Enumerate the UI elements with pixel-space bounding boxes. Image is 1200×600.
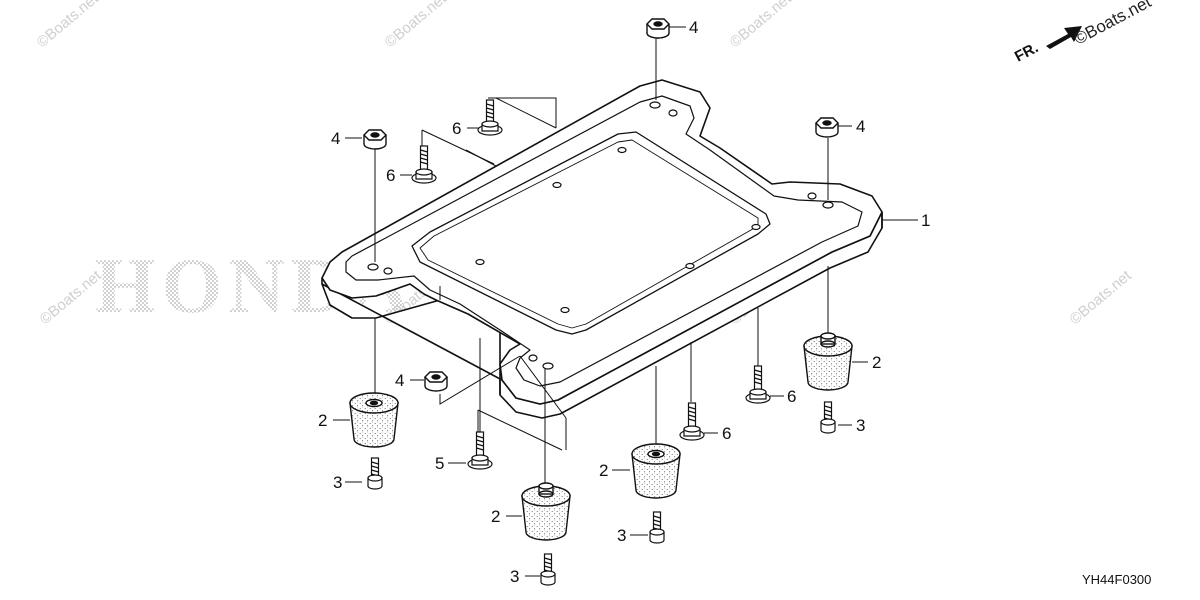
bumper-right <box>803 332 853 391</box>
bolt-6-bottom-right <box>745 365 771 404</box>
rubber-bumpers <box>349 332 853 541</box>
site-watermark: ©Boats.net <box>1067 267 1136 328</box>
callout-part-6: 6 <box>386 166 395 185</box>
bumper-bottom <box>521 482 571 541</box>
tray-part-1 <box>321 79 883 419</box>
callout-part-4: 4 <box>689 18 698 37</box>
site-watermark: ©Boats.net <box>382 0 451 51</box>
callout-part-3: 3 <box>617 526 626 545</box>
front-direction-indicator: FR. ©Boats.net <box>1012 0 1155 66</box>
site-watermark: ©Boats.net <box>34 0 103 51</box>
screw-bottom <box>540 553 556 586</box>
callout-part-4: 4 <box>856 117 865 136</box>
callout-part-5: 5 <box>435 454 444 473</box>
callout-part-3: 3 <box>333 473 342 492</box>
callout-part-2: 2 <box>318 411 327 430</box>
callout-part-4: 4 <box>395 371 404 390</box>
callout-part-6: 6 <box>722 424 731 443</box>
callout-part-3: 3 <box>510 567 519 586</box>
nut-top-center <box>646 18 670 39</box>
screw-left <box>367 457 383 490</box>
front-arrow-icon <box>1046 26 1082 49</box>
bolt-6-top <box>477 99 503 136</box>
callout-part-6: 6 <box>787 387 796 406</box>
nut-top-right <box>815 117 839 138</box>
nut-left <box>363 129 387 150</box>
callout-part-1: 1 <box>921 211 930 230</box>
callout-part-4: 4 <box>331 129 340 148</box>
screws <box>367 401 836 586</box>
flange-bolts <box>411 99 771 470</box>
callout-part-3: 3 <box>856 416 865 435</box>
callout-part-6: 6 <box>452 119 461 138</box>
callout-labels: 1 2 2 2 2 3 3 3 3 4 4 4 4 5 6 6 6 6 <box>318 18 930 586</box>
screw-right <box>820 401 836 434</box>
callout-part-2: 2 <box>491 507 500 526</box>
screw-center <box>649 511 665 544</box>
leader-lines <box>333 26 918 577</box>
flange-nuts <box>363 18 839 392</box>
callout-part-2: 2 <box>599 461 608 480</box>
bolt-6-bottom-center <box>679 402 705 441</box>
callout-part-2: 2 <box>872 353 881 372</box>
bumper-left <box>349 392 399 448</box>
nut-bottom <box>424 371 448 392</box>
site-watermark-corner: ©Boats.net <box>1071 0 1155 49</box>
bolt-6-left <box>411 145 437 184</box>
diagram-code: YH44F0300 <box>1082 572 1151 587</box>
tray-mounting-holes <box>367 101 834 370</box>
bumper-center <box>631 443 681 499</box>
front-label: FR. <box>1012 39 1041 65</box>
bolt-5 <box>467 431 493 470</box>
site-watermark: ©Boats.net <box>727 0 796 51</box>
